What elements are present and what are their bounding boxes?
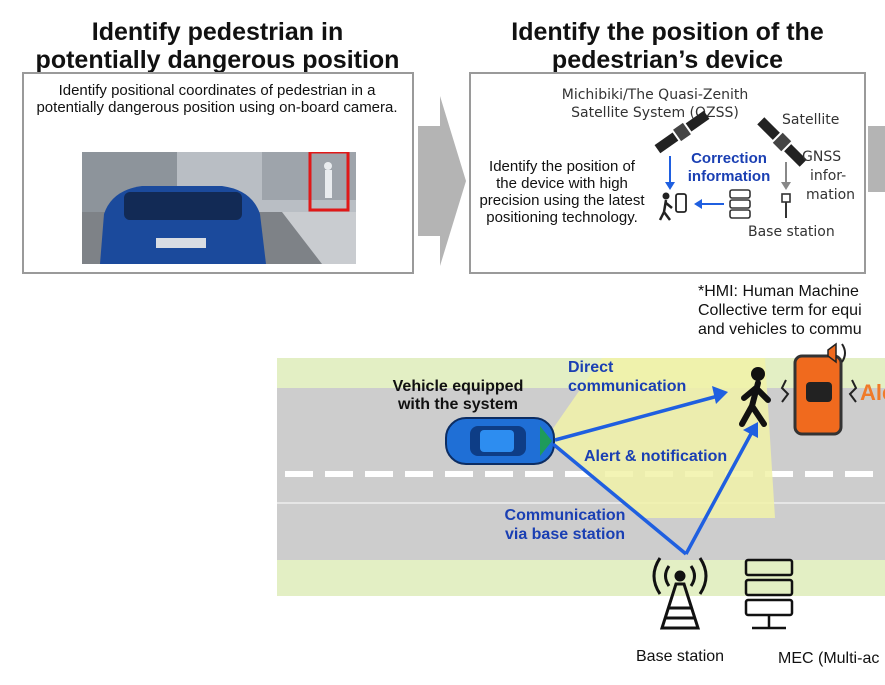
- correction-label: Correction information: [684, 150, 774, 186]
- panel2-illustration: [654, 110, 807, 221]
- hmi-note-line2: Collective term for equi: [698, 302, 862, 319]
- correction-to-device-arrow-head: [694, 199, 702, 209]
- panel2-description: Identify the position of the device with…: [479, 158, 645, 226]
- hmi-note-line1: *HMI: Human Machine: [698, 283, 859, 300]
- smartphone-icon: [780, 342, 858, 436]
- base-station-downlink-arrow: [684, 422, 758, 555]
- gnss-satellite-icon: [757, 117, 807, 167]
- step-arrow-1: [418, 96, 466, 266]
- mec-server-icon: [744, 558, 794, 630]
- grass-bottom: [277, 560, 885, 596]
- correction-line2: information: [687, 168, 771, 185]
- direct-line2: communication: [568, 378, 687, 395]
- direct-communication-label: Direct communication: [568, 358, 686, 396]
- step-arrow-1-shape: [418, 96, 466, 266]
- correction-arrow-head: [665, 182, 675, 190]
- road-shoulder-line: [277, 502, 885, 504]
- panel1-title: Identify pedestrian in potentially dange…: [20, 18, 415, 74]
- gnss-label: GNSS infor- mation: [802, 148, 855, 205]
- base-station-uplink-arrow: [551, 442, 688, 556]
- vehicle-label-line2: with the system: [397, 396, 519, 413]
- alert-notification-label: Alert & notification: [584, 448, 728, 465]
- panel2-box: [469, 72, 866, 274]
- camera-image: [82, 152, 356, 264]
- panel1-description: Identify positional coordinates of pedes…: [36, 82, 398, 116]
- panel1-title-line1: Identify pedestrian in: [91, 18, 344, 46]
- via-line1: Communication: [504, 507, 626, 524]
- gnss-line3: mation: [806, 187, 856, 203]
- gnss-arrow-head: [781, 182, 791, 190]
- panel2-title: Identify the position of the pedestrian’…: [470, 18, 865, 74]
- qzss-satellite-icon: [654, 110, 710, 154]
- road-centerline: [285, 471, 873, 477]
- direct-arrow: [554, 386, 728, 442]
- mec-label: MEC (Multi-ac: [778, 650, 880, 667]
- camera-pedestrian-body: [325, 170, 332, 198]
- satellite-label: Satellite: [782, 112, 840, 128]
- alert-text: Ale: [860, 380, 885, 405]
- panel2-title-line1: Identify the position of the: [511, 18, 824, 46]
- camera-car-plate: [156, 238, 206, 248]
- panel2-base-station-label: Base station: [748, 224, 835, 240]
- camera-pedestrian-head: [324, 162, 332, 170]
- via-base-station-label: Communication via base station: [500, 506, 630, 544]
- vehicle-label-line1: Vehicle equipped: [392, 378, 524, 395]
- correction-line1: Correction: [691, 150, 767, 167]
- panel1-title-line2: potentially dangerous position: [35, 46, 400, 74]
- via-line2: via base station: [504, 526, 626, 543]
- road-scene: [277, 342, 885, 630]
- base-station-label: Base station: [636, 648, 725, 665]
- hmi-note-line3: and vehicles to commu: [698, 321, 862, 338]
- step-arrow-2: [868, 126, 885, 192]
- pedestrian-icon: [739, 367, 771, 427]
- antenna-icon: [781, 193, 791, 218]
- camera-sidewalk: [282, 212, 356, 264]
- vehicle-icon: [445, 417, 555, 465]
- vehicle-label: Vehicle equipped with the system: [388, 378, 528, 414]
- panel2-title-line2: pedestrian’s device: [551, 46, 784, 74]
- server-icon: [729, 189, 751, 219]
- camera-car-window: [124, 192, 242, 220]
- qzss-line1: Michibiki/The Quasi-Zenith: [561, 87, 749, 103]
- direct-line1: Direct: [568, 359, 614, 376]
- base-station-icon: [652, 557, 708, 630]
- gnss-line2: infor-: [810, 168, 847, 184]
- pedestrian-phone-icon: [658, 192, 687, 221]
- camera-pedestrian-box: [308, 152, 350, 212]
- qzss-label: Michibiki/The Quasi-Zenith Satellite Sys…: [550, 86, 760, 122]
- hmi-note: *HMI: Human Machine Collective term for …: [698, 282, 862, 339]
- gnss-line1: GNSS: [802, 149, 842, 165]
